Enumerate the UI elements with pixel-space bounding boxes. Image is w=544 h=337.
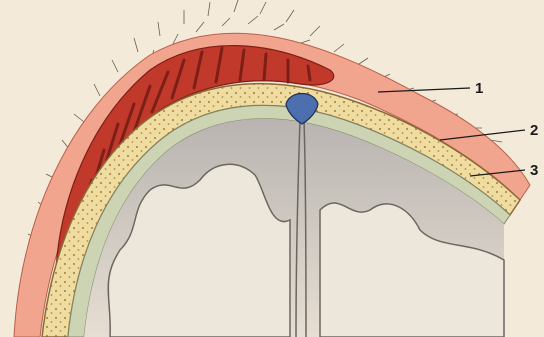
label-3: 3 xyxy=(530,162,538,179)
label-1: 1 xyxy=(475,80,483,97)
label-2: 2 xyxy=(530,122,538,139)
